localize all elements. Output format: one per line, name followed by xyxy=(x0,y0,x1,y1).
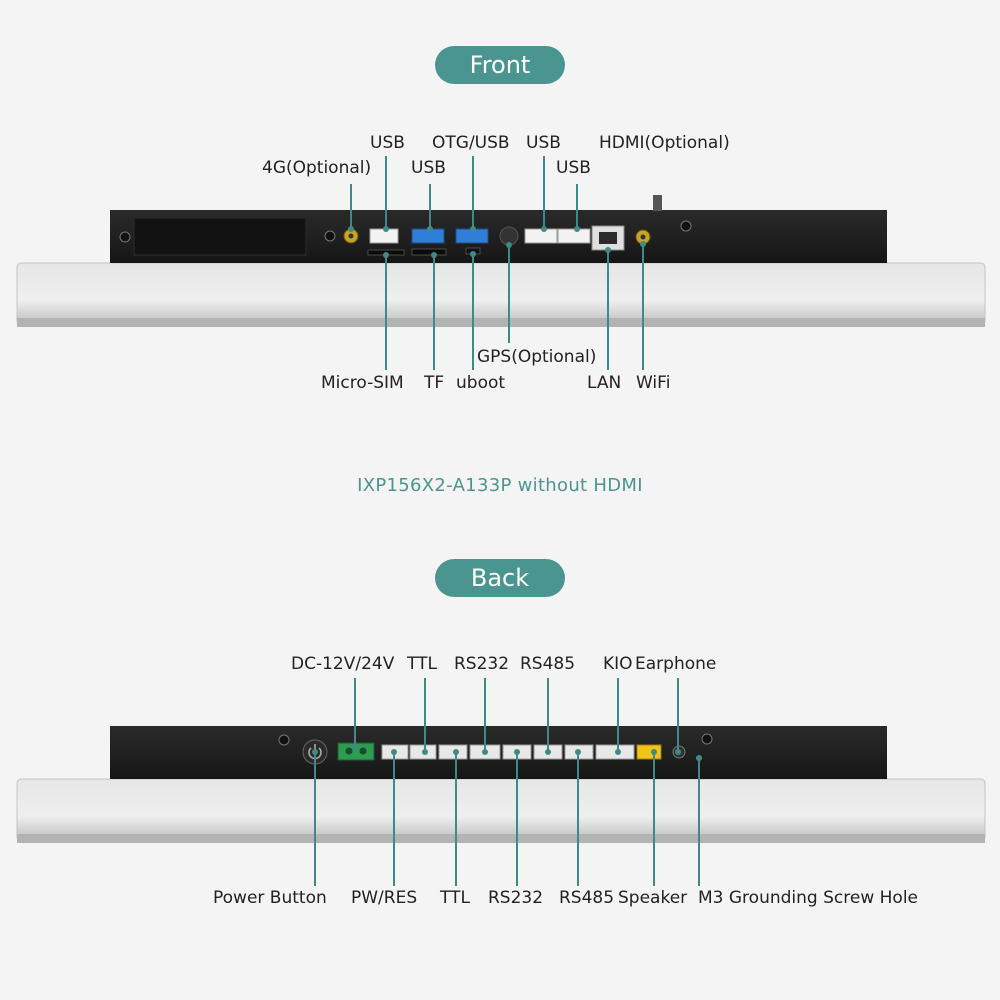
label-ttl-bottom: TTL xyxy=(440,888,470,908)
label-tf: TF xyxy=(424,373,445,393)
label-uboot: uboot xyxy=(456,373,506,393)
front-title-pill: Front xyxy=(435,46,565,84)
front-screw-icon xyxy=(680,220,692,232)
front-side-panel xyxy=(133,217,307,256)
label-power-button: Power Button xyxy=(213,888,327,908)
model-caption: IXP156X2-A133P without HDMI xyxy=(357,475,643,496)
port-usb-3-icon xyxy=(524,228,558,244)
port-tf-icon xyxy=(411,248,447,256)
label-m3-grounding-screw-hole: M3 Grounding Screw Hole xyxy=(698,888,918,908)
label-dc-12v-24v: DC-12V/24V xyxy=(291,654,395,674)
front-screw-icon xyxy=(119,231,131,243)
port-usb-4-icon xyxy=(557,228,591,244)
label-rs485-bottom: RS485 xyxy=(559,888,615,908)
label-usb-top-2: USB xyxy=(411,158,446,178)
back-leader-dots xyxy=(312,744,702,761)
label-rs232-bottom: RS232 xyxy=(488,888,544,908)
label-ttl-top: TTL xyxy=(407,654,437,674)
label-hdmi-optional: HDMI(Optional) xyxy=(599,133,730,153)
front-leader-dots xyxy=(348,226,646,258)
back-bezel xyxy=(16,778,986,843)
back-leader-lines xyxy=(314,678,700,886)
speaker-connector-icon xyxy=(636,744,662,760)
label-lan: LAN xyxy=(587,373,622,393)
label-usb-top-4: USB xyxy=(556,158,591,178)
label-rs485-top: RS485 xyxy=(520,654,576,674)
label-pw-res: PW/RES xyxy=(351,888,418,908)
back-screw-icon xyxy=(701,733,713,745)
label-4g-optional: 4G(Optional) xyxy=(262,158,372,178)
back-screw-icon xyxy=(278,734,290,746)
front-leader-lines xyxy=(350,156,644,370)
label-micro-sim: Micro-SIM xyxy=(321,373,404,393)
back-title-pill: Back xyxy=(435,559,565,597)
label-usb-top-3: USB xyxy=(526,133,561,153)
front-bezel xyxy=(16,262,986,327)
label-otg-usb: OTG/USB xyxy=(432,133,510,153)
hdmi-antenna-stub xyxy=(653,195,662,211)
label-usb-top-1: USB xyxy=(370,133,405,153)
label-speaker: Speaker xyxy=(618,888,688,908)
back-connector-strip xyxy=(381,744,635,760)
port-lan-icon xyxy=(591,225,625,251)
label-rs232-top: RS232 xyxy=(454,654,510,674)
dc-terminal-icon xyxy=(337,742,375,761)
label-kio: KIO xyxy=(603,654,633,674)
label-earphone: Earphone xyxy=(635,654,717,674)
label-gps-optional: GPS(Optional) xyxy=(477,347,597,367)
label-wifi: WiFi xyxy=(636,373,671,393)
front-screw-icon xyxy=(324,230,336,242)
